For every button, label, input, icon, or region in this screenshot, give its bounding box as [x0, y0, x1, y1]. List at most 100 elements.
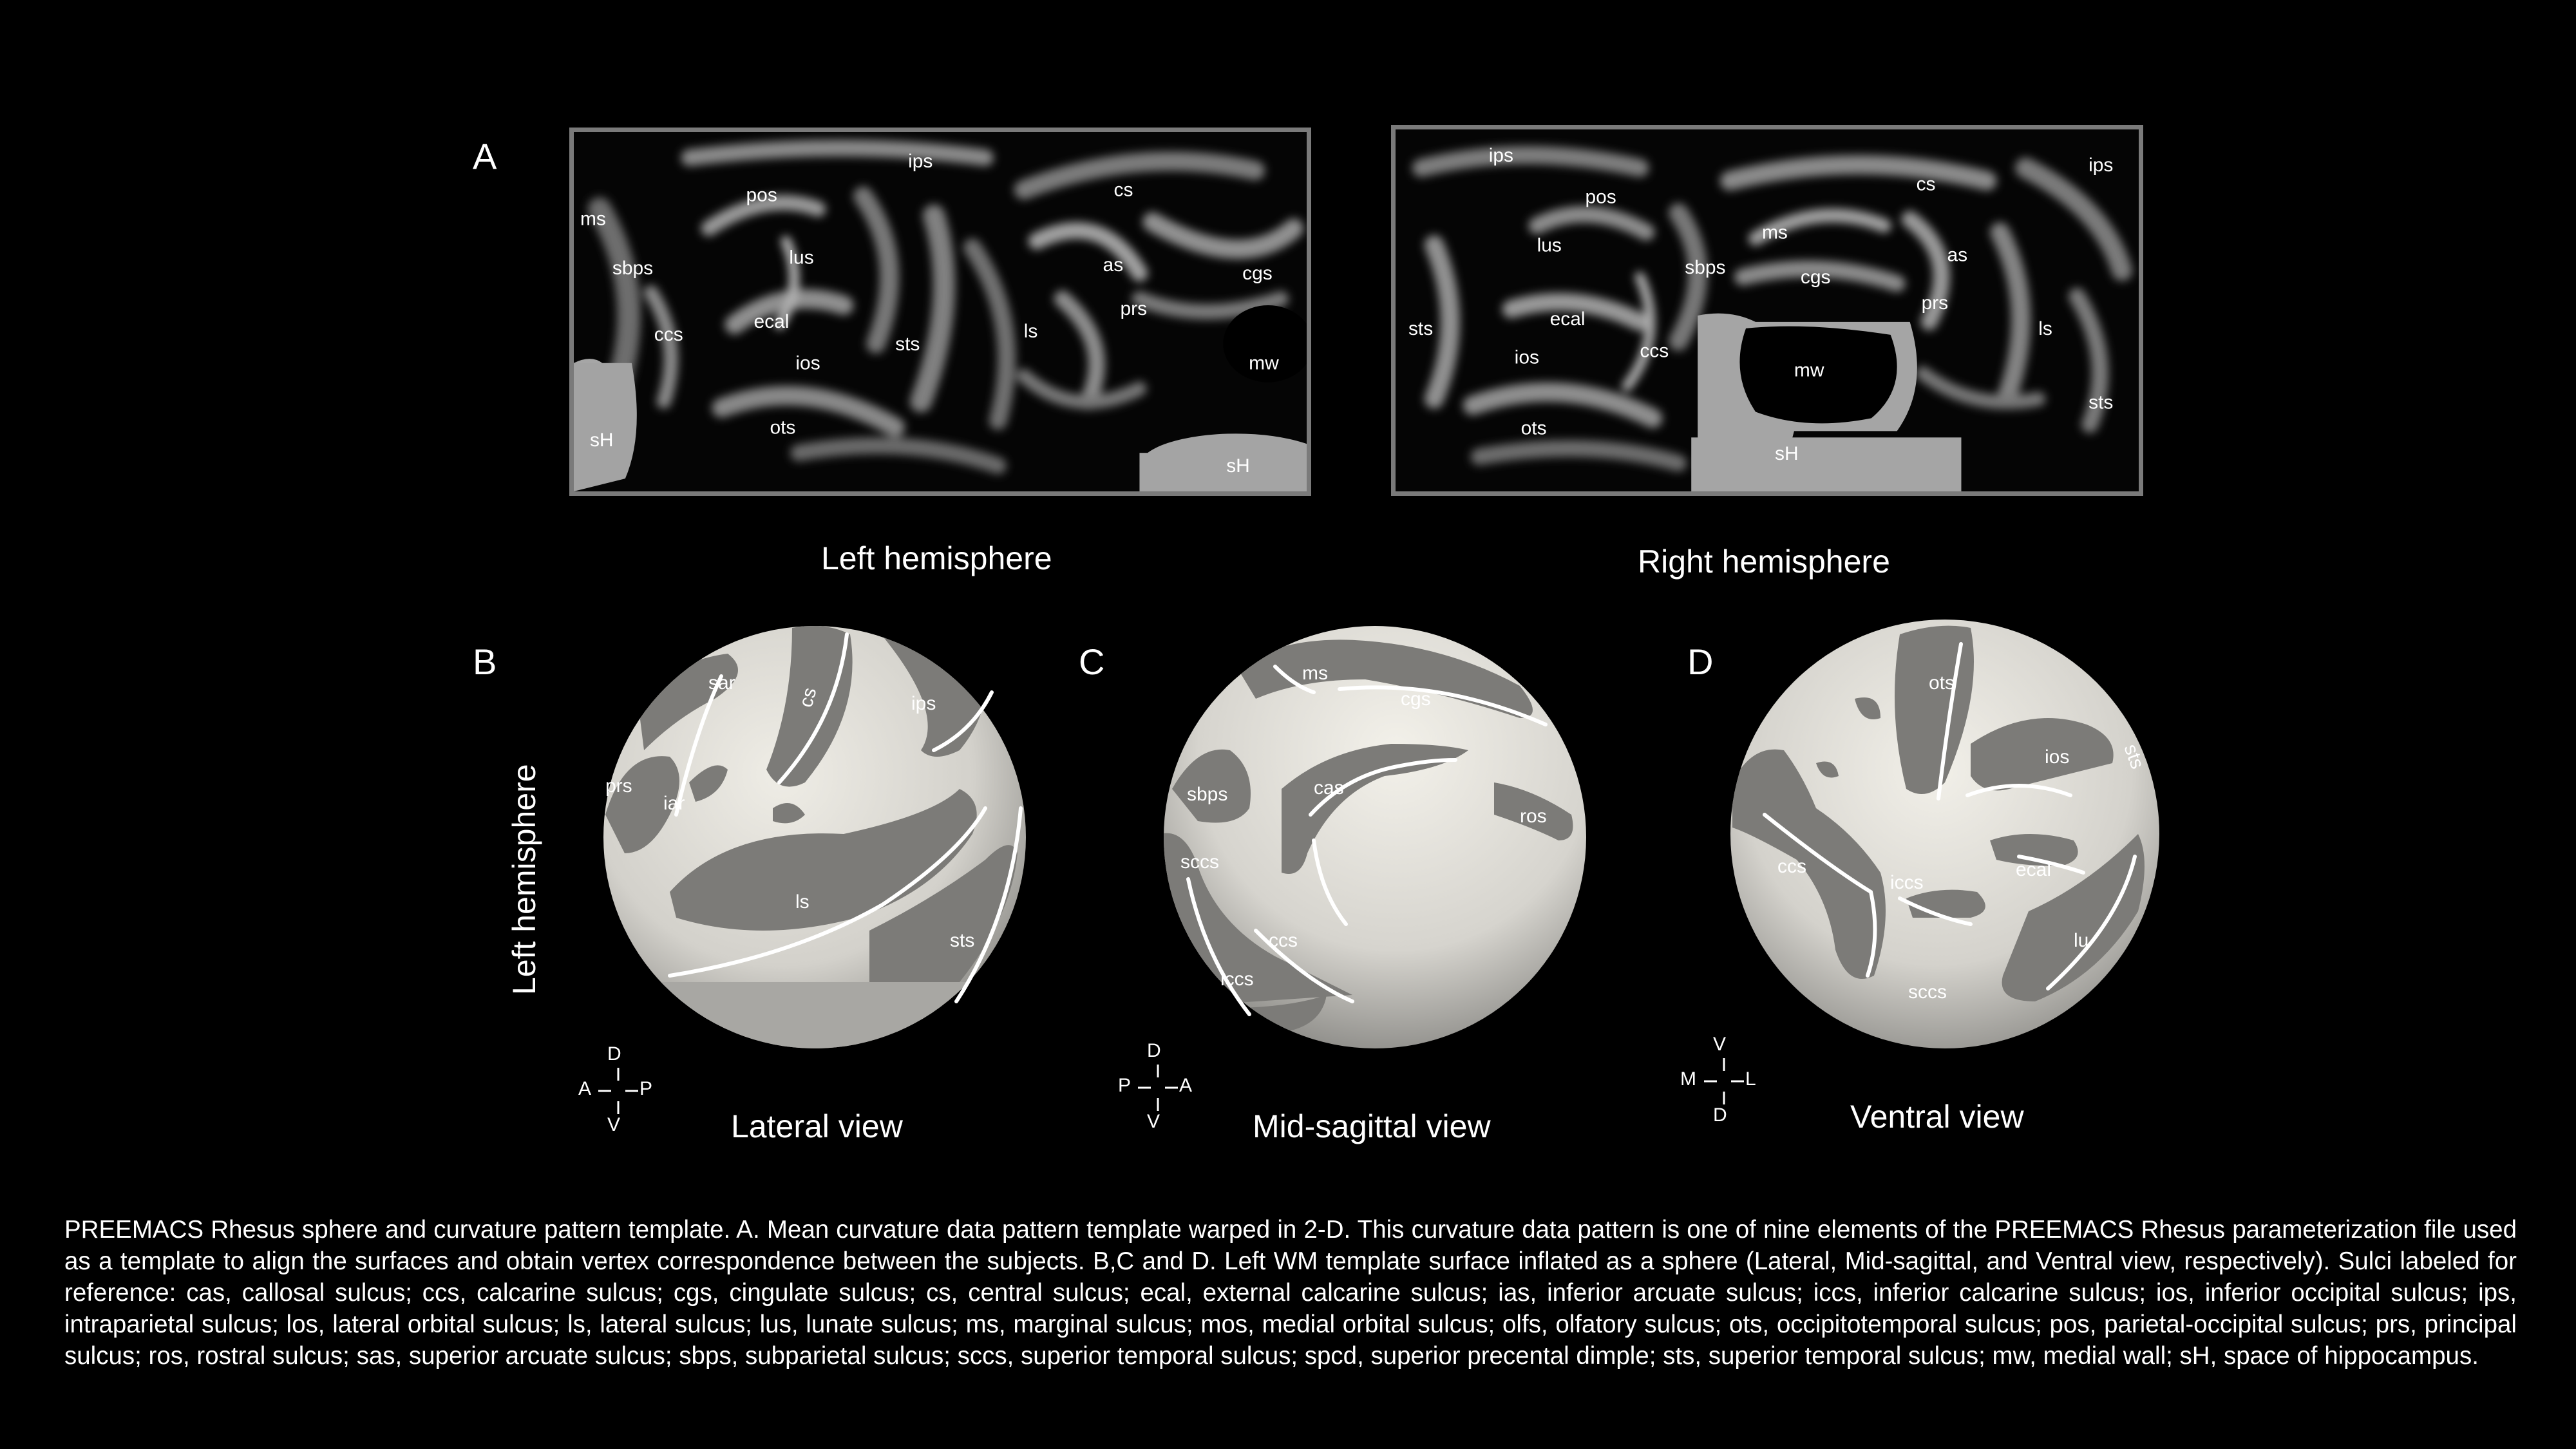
lateral-label-prs: prs [605, 775, 632, 797]
lateral-orient-right: P [639, 1078, 653, 1099]
ventral-label-lu: lu [2074, 930, 2088, 951]
lateral-label-ips: ips [911, 693, 936, 714]
midsagittal-orient-top: D [1147, 1040, 1161, 1061]
ventral-orient-lines [1704, 1058, 1744, 1104]
left-map-label-ecal: ecal [754, 311, 790, 332]
right-map-label-as: as [1947, 244, 1968, 265]
left-map-label-lus: lus [789, 247, 813, 268]
midsagittal-orient-left: P [1118, 1075, 1132, 1096]
midsagittal-sphere-image: ms cgs sbps cas ros sccs ccs iccs [1164, 626, 1586, 1048]
right-map-label-ots: ots [1521, 417, 1547, 439]
midsagittal-label-sbps: sbps [1187, 784, 1227, 805]
midsagittal-label-sccs: sccs [1180, 851, 1219, 873]
right-curvature-map: ips pos cs ips ms lus sbps cgs as prs st… [1391, 125, 2143, 496]
left-map-label-ls: ls [1024, 321, 1038, 342]
ventral-labels: ots sts ios ccs iccs ecal lu sccs [1777, 672, 2148, 1003]
lateral-label-ls: ls [795, 891, 810, 913]
ventral-orient-bottom: D [1713, 1104, 1727, 1126]
left-map-label-pos: pos [746, 185, 777, 206]
ventral-label-sccs: sccs [1908, 981, 1947, 1003]
ventral-orient-top: V [1713, 1034, 1727, 1055]
midsagittal-labels: ms cgs sbps cas ros sccs ccs iccs [1180, 663, 1547, 990]
lateral-orient-left: A [578, 1078, 592, 1099]
lateral-view-title: Lateral view [731, 1108, 903, 1144]
right-map-label-cs: cs [1917, 174, 1936, 195]
side-hemisphere-label: Left hemisphere [506, 764, 542, 995]
ventral-label-ccs: ccs [1777, 856, 1806, 877]
ventral-orient-left: M [1680, 1068, 1696, 1090]
lateral-label-sts: sts [950, 930, 974, 951]
left-map-label-mw: mw [1249, 353, 1279, 374]
left-map-label-ips: ips [908, 151, 933, 172]
ventral-orient-right: L [1745, 1068, 1756, 1090]
left-map-label-prs: prs [1121, 298, 1148, 319]
midsagittal-orient-right: A [1179, 1075, 1193, 1096]
right-map-label-pos: pos [1585, 187, 1616, 208]
ventral-label-iccs: iccs [1890, 872, 1924, 893]
midsagittal-orient-bottom: V [1147, 1111, 1160, 1132]
right-map-label-prs: prs [1922, 292, 1949, 314]
right-map-label-sbps: sbps [1685, 257, 1725, 278]
ventral-label-ecal: ecal [2016, 859, 2051, 880]
midsagittal-orient-lines [1138, 1065, 1178, 1111]
midsagittal-label-cgs: cgs [1401, 688, 1431, 710]
right-map-label-ips-right: ips [2088, 155, 2113, 176]
right-map-label-sts-right: sts [2088, 392, 2113, 413]
left-map-label-cgs: cgs [1242, 263, 1273, 284]
right-hemisphere-title: Right hemisphere [1638, 544, 1890, 580]
midsagittal-sphere: ms cgs sbps cas ros sccs ccs iccs [1159, 621, 1591, 1053]
lateral-orientation-cross: D A P V [576, 1043, 660, 1140]
lateral-labels: sar cs ips prs iar ls sts [605, 672, 974, 951]
left-map-label-sts: sts [895, 334, 920, 355]
lateral-label-iar: iar [663, 793, 685, 814]
ventral-sphere: ots sts ios ccs iccs ecal lu sccs [1726, 615, 2164, 1053]
right-curvature-map-image: ips pos cs ips ms lus sbps cgs as prs st… [1396, 129, 2139, 491]
left-hemisphere-title: Left hemisphere [821, 540, 1052, 576]
midsagittal-label-cas: cas [1314, 777, 1344, 799]
left-map-label-ms: ms [580, 209, 606, 230]
lateral-label-sar: sar [708, 672, 735, 694]
lateral-sphere: sar cs ips prs iar ls sts [599, 621, 1030, 1053]
panel-letter-d: D [1687, 641, 1714, 682]
left-map-label-ots: ots [770, 417, 795, 438]
left-map-labels: ips pos ms sbps lus cs as cgs prs ccs ec… [580, 151, 1279, 477]
right-map-label-ccs: ccs [1640, 341, 1669, 362]
midsagittal-view-title: Mid-sagittal view [1253, 1108, 1491, 1144]
right-map-label-ecal: ecal [1550, 308, 1586, 330]
figure-caption: PREEMACS Rhesus sphere and curvature pat… [64, 1216, 2517, 1370]
right-map-label-lus: lus [1537, 234, 1562, 256]
right-map-label-sh: sH [1775, 443, 1799, 464]
lateral-orient-top: D [607, 1043, 621, 1065]
right-map-label-sts-left: sts [1408, 318, 1433, 339]
midsagittal-orientation-cross: D P A V [1116, 1040, 1200, 1137]
right-map-label-mw: mw [1794, 360, 1824, 381]
lateral-sphere-image: sar cs ips prs iar ls sts [603, 626, 1026, 1048]
midsagittal-label-ccs: ccs [1269, 930, 1298, 951]
left-curvature-map: ips pos ms sbps lus cs as cgs prs ccs ec… [569, 128, 1311, 496]
ventral-orientation-cross: V M L D [1678, 1034, 1761, 1130]
right-map-label-ips-left: ips [1489, 145, 1513, 166]
ventral-sphere-image: ots sts ios ccs iccs ecal lu sccs [1730, 620, 2159, 1048]
right-map-label-ls: ls [2038, 318, 2052, 339]
left-map-label-sh-left: sH [590, 430, 614, 451]
panel-letter-b: B [473, 641, 497, 682]
left-map-label-sbps: sbps [612, 258, 653, 279]
midsagittal-label-ms: ms [1302, 663, 1328, 684]
panel-letter-c: C [1079, 641, 1105, 682]
right-map-label-ios: ios [1515, 347, 1539, 368]
left-map-label-ios: ios [795, 353, 820, 374]
left-map-label-sh-right: sH [1226, 455, 1250, 477]
right-map-labels: ips pos cs ips ms lus sbps cgs as prs st… [1408, 145, 2113, 464]
left-curvature-map-image: ips pos ms sbps lus cs as cgs prs ccs ec… [574, 132, 1307, 491]
ventral-label-ots: ots [1929, 672, 1955, 694]
right-map-label-cgs: cgs [1801, 267, 1831, 288]
midsagittal-label-iccs: iccs [1220, 969, 1254, 990]
panel-letter-a: A [473, 136, 497, 176]
midsagittal-label-ros: ros [1520, 806, 1547, 827]
ventral-view-title: Ventral view [1850, 1099, 2024, 1135]
lateral-orient-lines [598, 1068, 638, 1114]
right-map-label-ms: ms [1762, 222, 1788, 243]
left-map-label-cs: cs [1114, 180, 1133, 201]
lateral-orient-bottom: V [607, 1114, 621, 1135]
left-map-label-ccs: ccs [654, 324, 683, 345]
